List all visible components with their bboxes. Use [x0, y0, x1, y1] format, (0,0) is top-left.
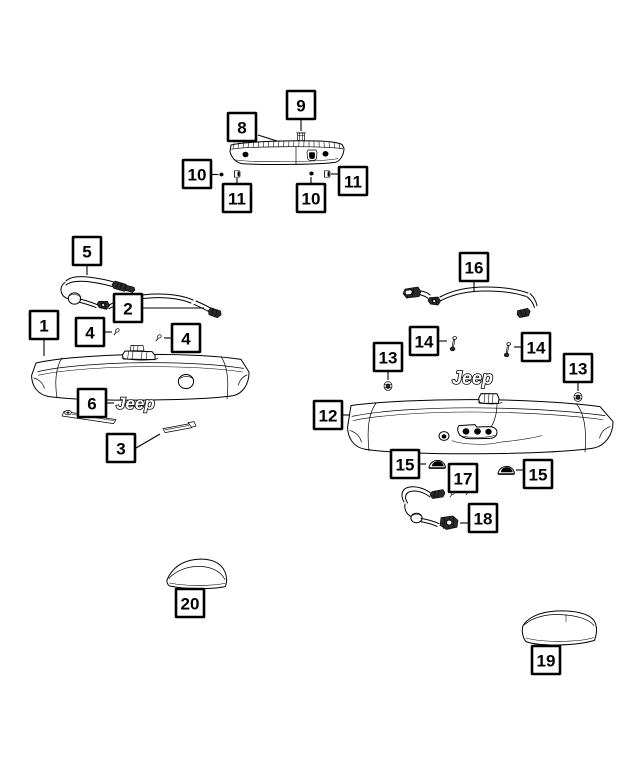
svg-text:5: 5: [82, 243, 91, 262]
svg-text:11: 11: [228, 190, 246, 209]
part-4-screw-left: [113, 327, 121, 336]
callout-17[interactable]: 17: [447, 462, 479, 494]
svg-text:9: 9: [296, 97, 305, 116]
part-5-connector-mid: [95, 298, 111, 311]
svg-text:14: 14: [415, 333, 434, 352]
svg-text:13: 13: [569, 360, 588, 379]
callout-15b[interactable]: 15: [522, 458, 554, 490]
part-4-screw-right: [155, 333, 163, 342]
callout-4b[interactable]: 4: [170, 322, 202, 354]
callout-14b[interactable]: 14: [520, 331, 552, 363]
embossed-jeep-logo: [457, 424, 498, 440]
callout-10a[interactable]: 10: [181, 158, 213, 190]
part-15-lamp-right: [497, 465, 515, 475]
svg-text:14: 14: [527, 339, 546, 358]
svg-text:11: 11: [344, 173, 362, 192]
svg-text:13: 13: [379, 349, 398, 368]
callout-5[interactable]: 5: [71, 235, 103, 267]
svg-text:16: 16: [465, 259, 484, 278]
part-group-chmsl: [211, 119, 345, 184]
part-11-nut-left: [233, 170, 241, 178]
callout-6[interactable]: 6: [76, 387, 108, 419]
part-15-lamp-left: [428, 459, 446, 469]
callout-14a[interactable]: 14: [408, 325, 440, 357]
part-8-chmsl-lamp: [229, 140, 345, 165]
part-12-applique-panel: [347, 393, 614, 455]
callout-20[interactable]: 20: [174, 587, 206, 619]
right-jeep-badge: Jeep: [452, 368, 493, 388]
part-10-screw-left: [219, 172, 224, 177]
leader-3b: [135, 433, 161, 449]
part-11-nut-right: [323, 170, 331, 178]
svg-text:1: 1: [39, 317, 48, 336]
svg-text:20: 20: [181, 595, 200, 614]
part-16-connector-left: [427, 295, 442, 306]
svg-text:2: 2: [123, 300, 132, 319]
part-16-connector-right: [516, 307, 532, 319]
svg-text:6: 6: [87, 395, 96, 414]
part-16-wiring-harness: [402, 286, 538, 319]
part-14-stud-right: [503, 341, 512, 358]
part-3-retainer-right: [162, 421, 197, 433]
svg-text:8: 8: [237, 119, 246, 138]
svg-text:10: 10: [302, 190, 321, 209]
part-9-lamp-clip: [296, 132, 306, 142]
svg-text:4: 4: [181, 330, 191, 349]
callout-15a[interactable]: 15: [389, 448, 421, 480]
part-1-applique-panel: [31, 345, 250, 401]
svg-text:18: 18: [474, 510, 493, 529]
part-6-jeep-badge: Jeep: [116, 394, 155, 413]
part-5-wiring-harness: [60, 276, 215, 314]
callout-13b[interactable]: 13: [562, 352, 594, 384]
part-13-grommet-left: [383, 381, 393, 391]
callout-18[interactable]: 18: [467, 502, 499, 534]
part-14-stud-left: [449, 335, 458, 352]
callout-13a[interactable]: 13: [372, 341, 404, 373]
part-18-connector: [439, 515, 459, 530]
svg-text:19: 19: [537, 652, 556, 671]
part-19-end-cap-right: [521, 610, 598, 646]
part-group-right-applique: Jeep: [343, 281, 614, 530]
part-10-screw-right: [309, 171, 314, 176]
callout-8[interactable]: 8: [226, 111, 258, 143]
callout-3[interactable]: 3: [105, 432, 137, 464]
callout-16[interactable]: 16: [458, 251, 490, 283]
callout-boxes: 1 2 3 4 4 5 6 8: [28, 89, 594, 676]
svg-text:12: 12: [319, 407, 338, 426]
svg-text:17: 17: [454, 470, 473, 489]
svg-text:10: 10: [188, 166, 207, 185]
svg-text:3: 3: [116, 440, 125, 459]
callout-2[interactable]: 2: [112, 292, 144, 324]
part-18-camera-harness: [401, 486, 468, 530]
svg-text:15: 15: [396, 456, 415, 475]
callout-1[interactable]: 1: [28, 309, 60, 341]
svg-text:4: 4: [85, 324, 95, 343]
callout-11b[interactable]: 11: [337, 165, 369, 197]
callout-4a[interactable]: 4: [74, 316, 106, 348]
callout-19[interactable]: 19: [530, 644, 562, 676]
part-13-grommet-right: [573, 392, 583, 402]
part-2-connector: [206, 306, 223, 320]
svg-text:15: 15: [529, 466, 548, 485]
part-group-left-applique: Jeep: [31, 265, 250, 449]
callout-11a[interactable]: 11: [221, 182, 253, 214]
callout-10b[interactable]: 10: [295, 182, 327, 214]
callout-12[interactable]: 12: [312, 399, 344, 431]
callout-9[interactable]: 9: [285, 89, 317, 121]
part-20-end-cap-left: [166, 558, 228, 590]
